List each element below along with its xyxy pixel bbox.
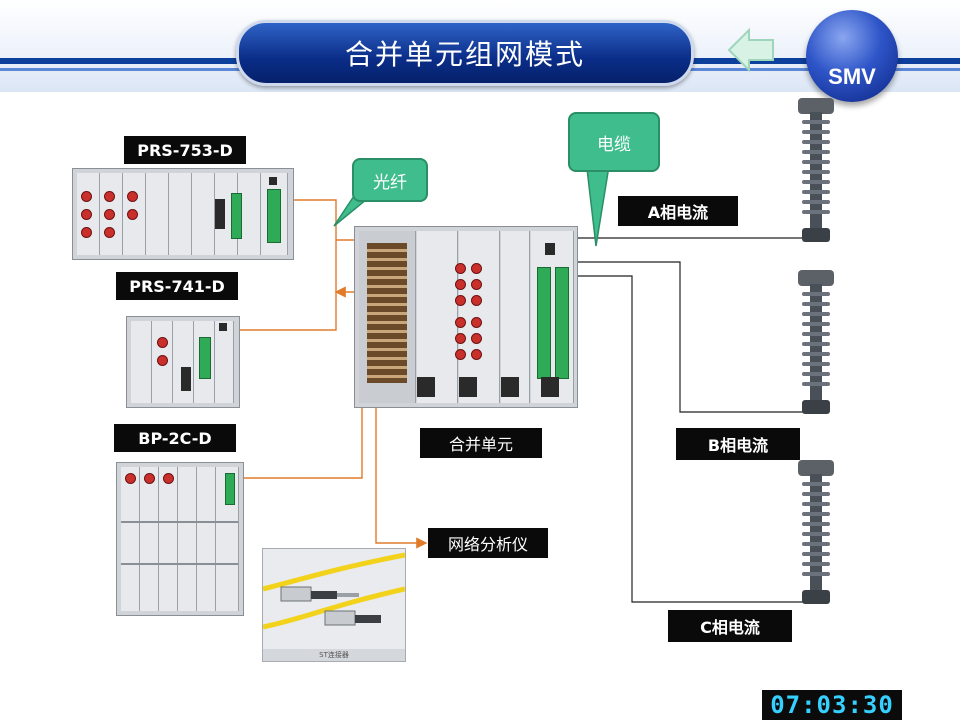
page-title: 合并单元组网模式 bbox=[236, 20, 694, 86]
smv-logo: SMV bbox=[806, 10, 898, 102]
bp2c-device bbox=[116, 462, 244, 616]
label-network-analyzer: 网络分析仪 bbox=[428, 528, 548, 558]
cable-callout-pointer bbox=[585, 160, 611, 247]
label-merging-unit: 合并单元 bbox=[420, 428, 542, 458]
label-phase-b: B相电流 bbox=[676, 428, 800, 460]
ct-phase-a-icon bbox=[798, 98, 834, 242]
ct-phase-c-icon bbox=[798, 460, 834, 604]
label-bp2c: BP-2C-D bbox=[114, 424, 236, 452]
prs741-device bbox=[126, 316, 240, 408]
label-prs741: PRS-741-D bbox=[116, 272, 238, 300]
back-arrow-icon[interactable] bbox=[725, 26, 777, 74]
fiber-callout: 光纤 bbox=[352, 158, 428, 202]
cable-callout: 电缆 bbox=[568, 112, 660, 172]
smv-logo-text: SMV bbox=[828, 64, 876, 89]
fiber-connector-icon bbox=[262, 552, 406, 630]
ct-phase-b-icon bbox=[798, 270, 834, 414]
st-connector-photo: ST连接器 bbox=[262, 548, 406, 662]
merging-unit-device bbox=[354, 226, 578, 408]
prs753-device bbox=[72, 168, 294, 260]
label-prs753: PRS-753-D bbox=[124, 136, 246, 164]
photo-caption: ST连接器 bbox=[263, 649, 405, 661]
label-phase-c: C相电流 bbox=[668, 610, 792, 642]
label-phase-a: A相电流 bbox=[618, 196, 738, 226]
timer-display: 07:03:30 bbox=[762, 690, 902, 720]
